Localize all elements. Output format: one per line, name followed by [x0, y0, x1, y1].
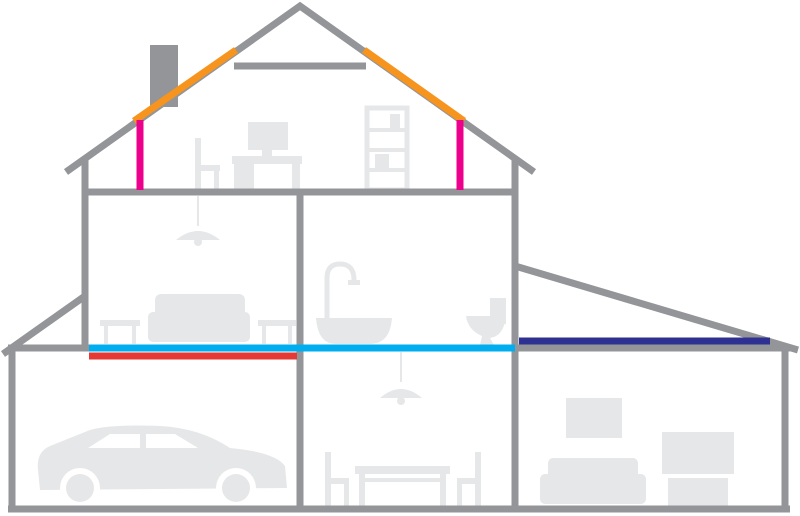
roof-insulation-right — [361, 47, 467, 124]
side-table-icon — [100, 320, 296, 344]
sofa-icon — [540, 458, 646, 504]
roof-insulation-left — [132, 47, 238, 124]
bookshelf-icon — [364, 105, 410, 193]
dining-table-icon — [355, 466, 450, 506]
main-roof — [63, 1, 537, 175]
toilet-icon — [466, 298, 506, 345]
car-icon — [37, 425, 287, 508]
chair-icon — [195, 138, 220, 190]
ceiling-lamp-icon — [176, 196, 220, 246]
bathtub-icon — [316, 261, 392, 344]
furniture — [37, 105, 734, 508]
addition-roof — [514, 262, 799, 354]
ceiling-lamp-icon — [380, 352, 422, 405]
tv-icon — [662, 432, 734, 508]
sofa-icon — [148, 294, 250, 342]
porch-roof — [0, 293, 88, 357]
desk-icon — [232, 122, 302, 190]
picture-frame-icon — [566, 398, 622, 438]
insulation-highlights — [89, 47, 770, 360]
chair-icon — [325, 452, 481, 506]
